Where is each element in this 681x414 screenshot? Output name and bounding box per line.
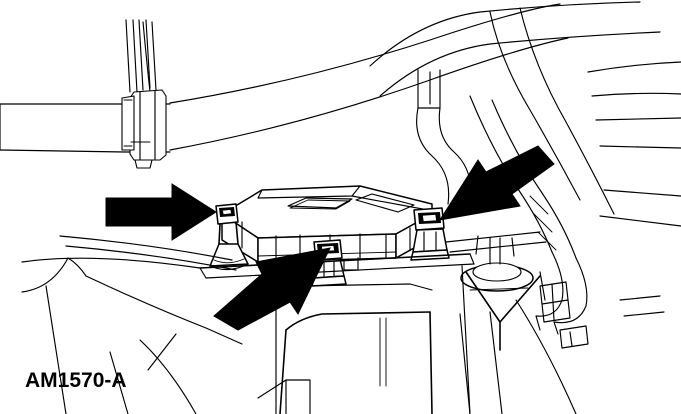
- figure-id-label: AM1570-A: [25, 369, 127, 392]
- mounting-nut-right: [410, 207, 450, 261]
- harness-retainer-clip: [121, 89, 167, 169]
- right-side-bracket: [539, 281, 665, 349]
- callout-bottom-arrow: [213, 247, 331, 331]
- label-leader-line: [147, 333, 177, 371]
- mounting-bracket: [59, 231, 547, 279]
- callout-left-arrow: [105, 183, 217, 241]
- wiring-harness: [125, 3, 569, 151]
- body-pillar: [369, 1, 681, 335]
- mounting-nut-left: [209, 203, 249, 271]
- floor-panel: [21, 257, 243, 414]
- callout-right-arrow: [438, 145, 555, 221]
- grommet-boss: [460, 235, 534, 292]
